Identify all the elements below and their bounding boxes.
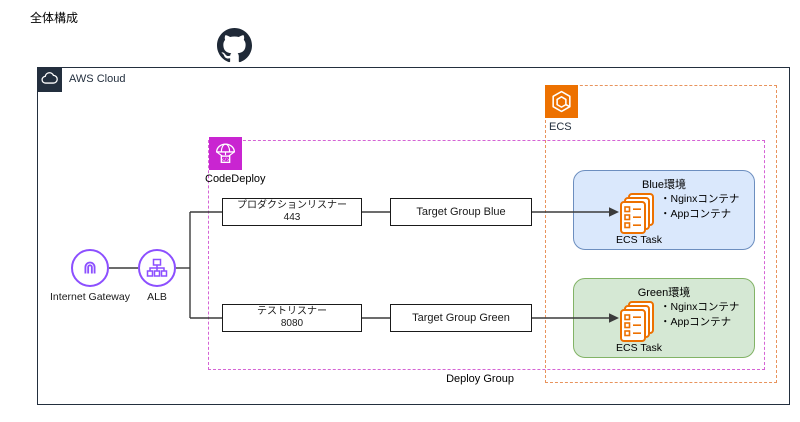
container-item: ・Nginxコンテナ — [660, 193, 740, 205]
load-balancer-icon — [146, 258, 168, 277]
internet-gateway-node — [71, 249, 109, 287]
production-listener-node: プロダクションリスナー 443 — [222, 198, 362, 226]
green-ecs-task-label: ECS Task — [616, 342, 662, 354]
ecs-group-label: ECS — [549, 121, 572, 133]
target-group-blue-label: Target Group Blue — [416, 206, 506, 218]
deploy-group — [208, 140, 765, 370]
blue-environment-title: Blue環境 — [641, 179, 687, 191]
target-group-green-label: Target Group Green — [412, 312, 510, 324]
aws-cloud-icon — [37, 67, 62, 92]
page-title: 全体構成 — [30, 11, 79, 25]
internet-gateway-label: Internet Gateway — [50, 291, 130, 303]
aws-cloud-group — [37, 67, 790, 405]
alb-label: ALB — [147, 291, 167, 303]
blue-environment-box: Blue環境 ・Nginxコンテナ ・Appコンテナ ECS Task — [573, 170, 755, 250]
codedeploy-parachute-icon: </> — [209, 137, 242, 170]
target-group-blue-node: Target Group Blue — [390, 198, 532, 226]
test-listener-title: テストリスナー — [257, 306, 327, 317]
test-listener-node: テストリスナー 8080 — [222, 304, 362, 332]
ecs-group — [545, 85, 777, 383]
production-listener-port: 443 — [283, 212, 301, 223]
blue-ecs-task-label: ECS Task — [616, 234, 662, 246]
green-environment-box: Green環境 ・Nginxコンテナ ・Appコンテナ ECS Task — [573, 278, 755, 358]
deploy-group-label: Deploy Group — [446, 373, 514, 385]
alb-node — [138, 249, 176, 287]
test-listener-port: 8080 — [280, 318, 304, 329]
container-item: ・Appコンテナ — [660, 316, 732, 328]
blue-container-list: ・Nginxコンテナ ・Appコンテナ — [660, 192, 739, 222]
aws-cloud-label: AWS Cloud — [69, 73, 126, 85]
ecs-hexagon-icon — [545, 85, 578, 118]
green-environment-title: Green環境 — [637, 287, 691, 299]
task-documents-icon — [619, 300, 655, 347]
green-container-list: ・Nginxコンテナ ・Appコンテナ — [660, 300, 739, 330]
target-group-green-node: Target Group Green — [390, 304, 532, 332]
production-listener-title: プロダクションリスナー — [237, 200, 347, 211]
github-icon — [217, 28, 252, 68]
svg-text:</>: </> — [221, 157, 230, 163]
container-item: ・Nginxコンテナ — [660, 301, 740, 313]
gateway-arch-icon — [84, 261, 96, 274]
codedeploy-label: CodeDeploy — [205, 173, 266, 185]
task-documents-icon — [619, 192, 655, 239]
container-item: ・Appコンテナ — [660, 208, 732, 220]
